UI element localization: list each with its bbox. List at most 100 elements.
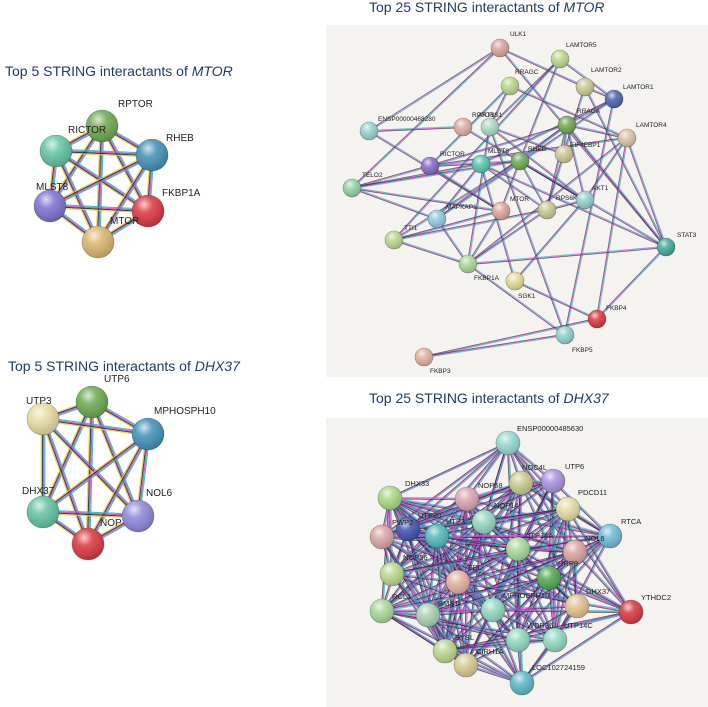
title-prefix: Top 25 STRING interactants of [369,0,564,15]
network-node[interactable]: WDR36 [505,621,553,653]
network-edge [351,162,481,188]
network-edge [41,419,138,518]
node-label: RTCA [621,517,641,526]
network-edge [514,199,585,281]
network-node[interactable]: BYSL [432,633,474,664]
network-node[interactable]: UTP14C [542,621,593,653]
network-node[interactable]: RPS6KB1 [537,195,586,220]
network-node[interactable]: RHEB [135,133,194,172]
network-edge [381,576,549,611]
network-node[interactable]: TELO2 [342,172,383,198]
network-node[interactable]: RTCA [597,517,641,549]
network-node[interactable]: MAPKAP1 [427,204,477,229]
network-node[interactable]: FKBP3 [414,347,451,375]
network-node[interactable]: NOP58 [454,481,503,512]
network-node[interactable]: MTOR [491,196,529,221]
network-node[interactable]: NOP56 [379,553,428,587]
node-gloss [506,628,530,652]
network-node[interactable]: LOC102724159 [509,663,585,696]
network-edge [393,209,548,241]
network-node[interactable]: MPHOSPH10 [480,591,549,623]
network-edge [394,59,561,241]
network-node[interactable]: UTP6 [75,374,130,419]
network-node[interactable]: MTOR [81,216,139,259]
node-gloss [370,599,394,623]
network-node[interactable]: FBL [445,563,482,595]
node-label: NOP58 [478,481,503,490]
network-node[interactable]: FKBP1A [131,188,201,228]
network-node[interactable]: MLST8 [33,182,69,223]
network-edge [43,417,140,516]
network-node[interactable]: DHX37 [564,587,610,619]
network-node[interactable]: PWP2 [369,518,413,550]
network-node[interactable]: UTP14A [505,531,553,562]
network-node[interactable]: CIRH1A [453,647,504,678]
network-node[interactable]: SGK1 [505,271,536,300]
network-edge [44,418,91,544]
network-node[interactable]: FKBP1A [458,254,500,282]
network-node[interactable]: STAT3 [656,232,697,257]
network-node[interactable]: RRAGA [557,108,601,135]
network-node[interactable]: TTI1 [384,225,418,250]
network-node[interactable]: AKT1S1 [478,112,503,137]
network-edge [427,577,550,616]
network-node[interactable]: FKBP4 [587,305,627,329]
node-label: ENSP00000485630 [517,424,583,433]
network-node[interactable]: YTHDC2 [618,593,671,625]
network-edge [96,125,102,242]
network-edge [467,246,667,265]
network-edge [380,497,390,611]
network-edge [95,153,151,242]
network-node[interactable]: UTP3 [424,517,465,549]
network-edge [584,137,627,200]
network-node[interactable]: NOP14 [471,501,519,535]
node-label: RPTOR [472,112,495,119]
network-node[interactable]: EIF4EBP1 [554,142,601,164]
network-node[interactable]: ULK1 [490,31,527,58]
network-node[interactable]: RICTOR [420,151,465,176]
network-node[interactable]: RICTOR [39,125,106,168]
network-node[interactable]: NOL6 [562,534,605,565]
network-edge [479,164,515,282]
network-node[interactable]: AKT1 [575,185,609,210]
network-node[interactable]: BMS1 [415,599,458,628]
node-label: DHX37 [22,486,55,497]
network-node[interactable]: PDCD11 [555,488,607,522]
network-edge [393,58,561,241]
network-node[interactable]: FKBP5 [555,325,593,354]
network-node[interactable]: LAMTOR4 [617,122,667,148]
network-node[interactable]: UTP20 [395,511,441,542]
network-node[interactable]: MPHOSPH10 [131,406,216,451]
node-gloss [496,431,520,455]
network-node[interactable]: LAMTOR2 [575,67,622,97]
network-edge [381,497,467,537]
network-edge [490,125,565,154]
network-node[interactable]: RPTOR [85,99,153,143]
network-node[interactable]: LAMTOR1 [604,84,654,109]
node-gloss [501,77,519,95]
network-edge [468,247,667,266]
network-edge [467,245,666,264]
network-node[interactable]: ENSP00000468280 [359,116,436,141]
network-node[interactable]: NOC4L [508,463,547,496]
node-gloss [511,152,529,170]
network-edge [394,161,521,241]
network-node[interactable]: LAMTOR5 [550,42,597,69]
network-node[interactable]: UTP6 [540,462,584,494]
network-node[interactable]: DHX37 [22,486,60,529]
node-gloss [491,39,509,57]
network-node[interactable]: RPTOR [453,112,495,137]
network-node[interactable]: MLST8 [471,148,509,174]
network-node[interactable]: NOL6 [121,488,173,533]
network-node[interactable]: DHX33 [377,479,429,511]
network-node[interactable]: RRP9 [536,559,578,591]
network-edge [43,418,90,544]
network-node[interactable]: RHEB [510,146,546,171]
network-node[interactable]: ENSP00000485630 [495,424,583,456]
network-node[interactable]: NOP [71,518,122,561]
network-node[interactable]: UTP3 [26,396,60,436]
network-edge [393,210,502,241]
network-node[interactable]: RCL1 [369,592,411,624]
network-edge [85,432,147,544]
network-node[interactable]: RRAGC [500,69,539,96]
